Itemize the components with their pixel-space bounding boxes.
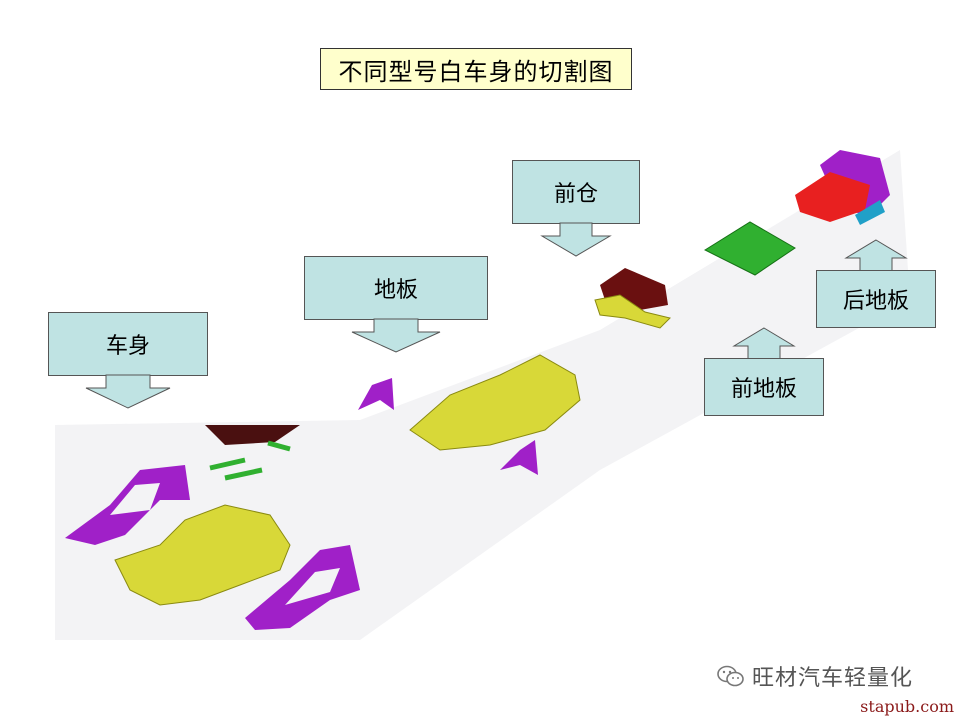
arrow-up-icon xyxy=(844,239,908,274)
floor-bracket-right xyxy=(500,440,538,475)
page-title: 不同型号白车身的切割图 xyxy=(320,48,632,90)
roof-panel xyxy=(205,425,300,445)
callout-front-floor-label: 前地板 xyxy=(704,358,824,416)
front-cabin-rails xyxy=(594,294,671,329)
site-url: stapub.com xyxy=(860,697,954,716)
right-side-frame xyxy=(245,545,360,630)
rear-floor-bracket xyxy=(855,200,885,225)
front-cabin-assembly xyxy=(594,268,671,329)
callout-body-label: 车身 xyxy=(48,312,208,376)
arrow-down-icon xyxy=(351,318,441,353)
floor-assembly xyxy=(358,354,581,475)
arrow-down-icon xyxy=(540,222,612,257)
watermark-text: 旺材汽车轻量化 xyxy=(752,666,914,691)
underbody xyxy=(114,504,291,606)
roof-bows xyxy=(209,440,291,481)
arrow-down-icon xyxy=(85,374,171,409)
left-side-frame xyxy=(65,465,190,545)
floor-bracket-left xyxy=(358,378,394,410)
callout-rear-floor: 后地板 xyxy=(816,238,936,328)
arrow-up-icon xyxy=(732,327,796,362)
callout-front-cabin: 前仓 xyxy=(512,160,640,258)
watermark: 旺材汽车轻量化 xyxy=(716,660,913,692)
rear-floor-assembly xyxy=(795,150,890,225)
floor-panel xyxy=(409,354,581,451)
callout-front-cabin-label: 前仓 xyxy=(512,160,640,224)
callout-front-floor: 前地板 xyxy=(704,326,824,416)
wechat-icon xyxy=(717,665,744,687)
rear-floor-panel xyxy=(795,172,870,222)
callout-rear-floor-label: 后地板 xyxy=(816,270,936,328)
front-floor-panel xyxy=(703,221,796,276)
callout-floor: 地板 xyxy=(304,256,488,356)
callout-body: 车身 xyxy=(48,312,208,410)
callout-floor-label: 地板 xyxy=(304,256,488,320)
full-body-assembly xyxy=(65,425,360,630)
